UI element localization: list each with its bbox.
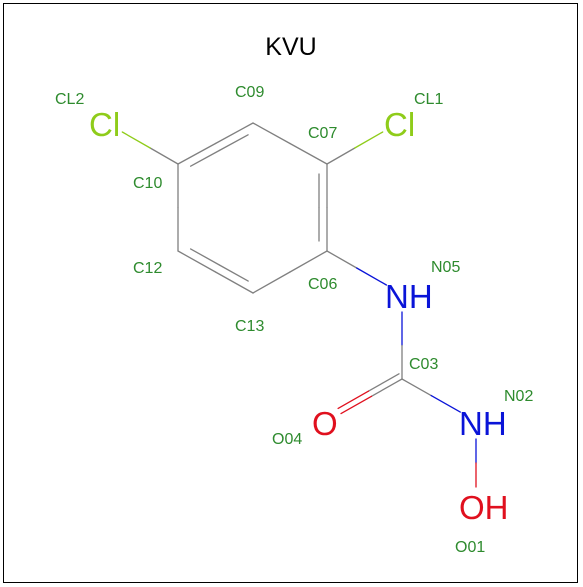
bond-c03-o04-second-half-c03 (367, 373, 400, 392)
atom-label-c10: C10 (133, 175, 162, 192)
atom-symbol-o04: O (312, 405, 338, 442)
bond-c03-n02-half-c03 (401, 378, 432, 397)
bond-c06-n05-half-c06 (326, 250, 358, 269)
bond-c03-n02-half-n02 (430, 394, 461, 413)
atom-label-c12: C12 (133, 260, 162, 277)
bond-c06-c13-half-c06 (289, 250, 328, 273)
atom-label-c06: C06 (308, 276, 337, 293)
atom-label-c03: C03 (409, 356, 438, 373)
atom-label-c13: C13 (235, 318, 264, 335)
atom-label-o01: O01 (455, 539, 485, 556)
atom-label-c07: C07 (308, 125, 337, 142)
atom-label-n05: N05 (431, 259, 460, 276)
atom-label-n02: N02 (504, 388, 533, 405)
atom-symbol-cl1: Cl (384, 106, 415, 143)
bond-c13-c12-half-c12 (177, 250, 217, 273)
bond-c03-o04-half-o04 (340, 395, 373, 415)
atom-symbol-o01: OH (459, 489, 509, 526)
bond-c07-cl1-half-c07 (326, 147, 356, 165)
bond-c10-c09-half-c10 (177, 142, 217, 165)
bond-c13-c12-inner-half-c13 (218, 264, 249, 282)
atom-symbol-n02: NH (459, 405, 507, 442)
atom-label-cl2: CL2 (55, 91, 84, 108)
bond-c07-cl1-half-cl1 (354, 131, 384, 149)
atom-label-o04: O04 (272, 431, 302, 448)
bond-c03-o04-second-half-o04 (337, 390, 370, 410)
bond-c10-c09-inner-half-c10 (189, 149, 220, 167)
atom-symbol-n05: NH (385, 278, 433, 315)
atom-label-cl1: CL1 (414, 91, 443, 108)
molecule-title: KVU (265, 33, 316, 61)
bond-c10-cl2-half-cl2 (121, 131, 151, 149)
bond-c13-c12-half-c13 (214, 271, 254, 294)
atom-label-c09: C09 (235, 84, 264, 101)
atom-symbol-cl2: Cl (89, 106, 120, 143)
bond-c09-c07-half-c09 (252, 122, 291, 145)
bond-c13-c12-inner-half-c12 (189, 248, 221, 266)
bond-c09-c07-half-c07 (289, 142, 328, 165)
bond-c10-cl2-half-c10 (149, 147, 179, 165)
bond-c10-c09-inner-half-c09 (218, 134, 249, 152)
bond-c03-o04-half-c03 (370, 378, 403, 397)
bonds-layer (121, 122, 477, 488)
bond-c06-c13-half-c13 (252, 271, 291, 294)
bond-c06-n05-half-n05 (356, 267, 388, 286)
bond-c10-c09-half-c09 (214, 122, 254, 145)
